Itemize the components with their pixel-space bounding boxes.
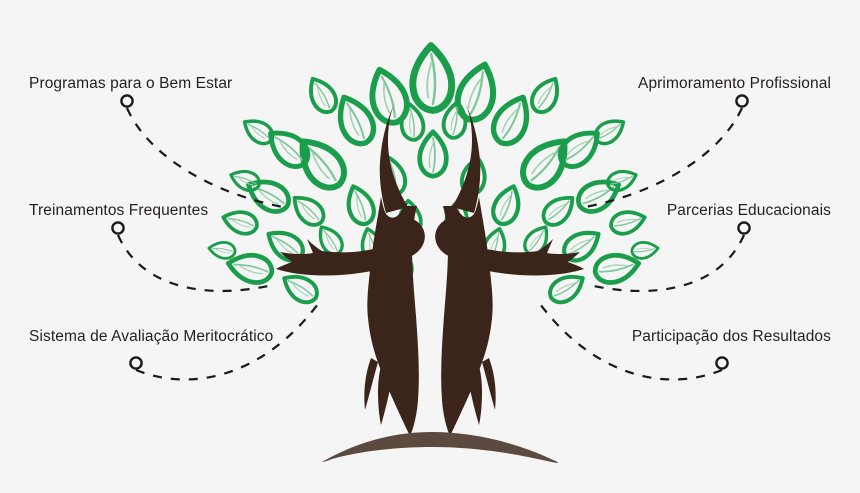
connector-sistema-avaliacao — [135, 303, 319, 381]
connector-treinamentos-frequentes — [116, 234, 269, 293]
node-label-participacao-resultados[interactable]: Participação dos Resultados — [631, 328, 831, 345]
connector-participacao-resultados — [539, 303, 723, 381]
node-dot-programas-bem-estar[interactable] — [120, 94, 134, 108]
node-label-treinamentos-frequentes[interactable]: Treinamentos Frequentes — [29, 202, 209, 219]
node-label-programas-bem-estar[interactable]: Programas para o Bem Estar — [29, 75, 233, 92]
node-label-sistema-avaliacao[interactable]: Sistema de Avaliação Meritocrático — [29, 328, 274, 345]
node-dot-aprimoramento-profissional[interactable] — [735, 94, 749, 108]
connector-lines — [116, 107, 746, 381]
node-dots — [111, 94, 751, 370]
connector-aprimoramento-profissional — [579, 107, 743, 210]
node-dot-participacao-resultados[interactable] — [715, 356, 729, 370]
node-dot-treinamentos-frequentes[interactable] — [111, 221, 125, 235]
node-label-aprimoramento-profissional[interactable]: Aprimoramento Profissional — [638, 75, 831, 92]
node-dot-parcerias-educacionais[interactable] — [737, 221, 751, 235]
node-label-parcerias-educacionais[interactable]: Parcerias Educacionais — [666, 202, 831, 219]
connector-parcerias-educacionais — [593, 234, 746, 293]
connector-programas-bem-estar — [125, 107, 289, 210]
human-figure-trunk — [276, 98, 584, 436]
ground-line — [322, 432, 558, 463]
node-dot-sistema-avaliacao[interactable] — [129, 356, 143, 370]
leaf-canopy — [206, 45, 661, 310]
